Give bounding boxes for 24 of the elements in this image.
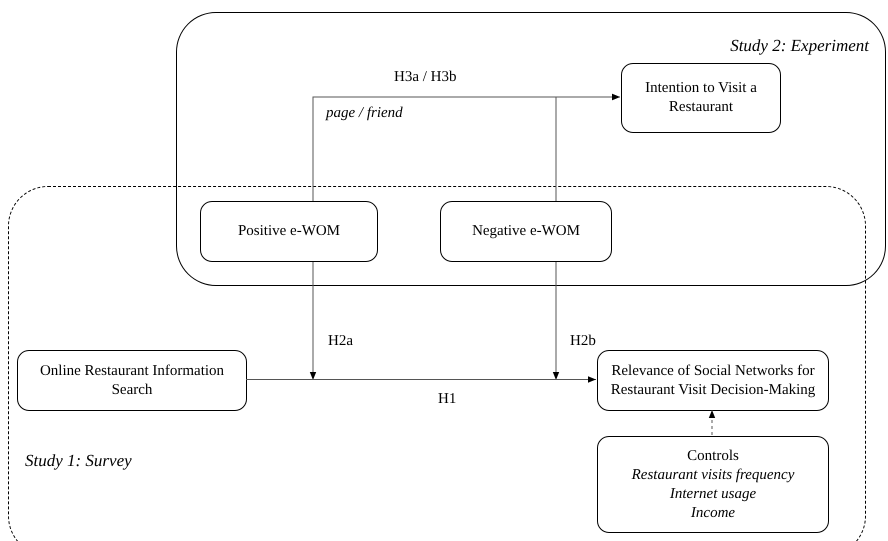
box-label: Relevance of Social Networks for Restaurant Visit Decision-Making [610,362,816,400]
control-variable: Restaurant visits frequency [632,466,794,484]
box-label: Intention to Visit a Restaurant [644,79,758,117]
variable-box [17,350,247,411]
region-title: Study 2: Experiment [730,35,869,57]
control-variable: Internet usage [670,484,756,504]
arrow [552,262,560,380]
box-label: Positive e-WOM [238,222,340,241]
box-label: Controls [687,446,739,466]
control-variable: Income [690,504,736,522]
variable-box [621,63,781,133]
variable-box [200,201,378,262]
arrow [708,410,716,436]
region-title: Study 1: Survey [25,450,132,472]
box-label: Online Restaurant Information Search [38,362,226,400]
variable-box [440,201,612,262]
variable-box [597,436,829,533]
arrow [556,94,620,202]
box-label: Negative e-WOM [472,222,580,241]
hypothesis-note: page / friend [326,104,403,123]
study-region [176,12,886,286]
variable-box [597,350,829,411]
arrow [310,262,316,380]
arrow [246,376,596,383]
